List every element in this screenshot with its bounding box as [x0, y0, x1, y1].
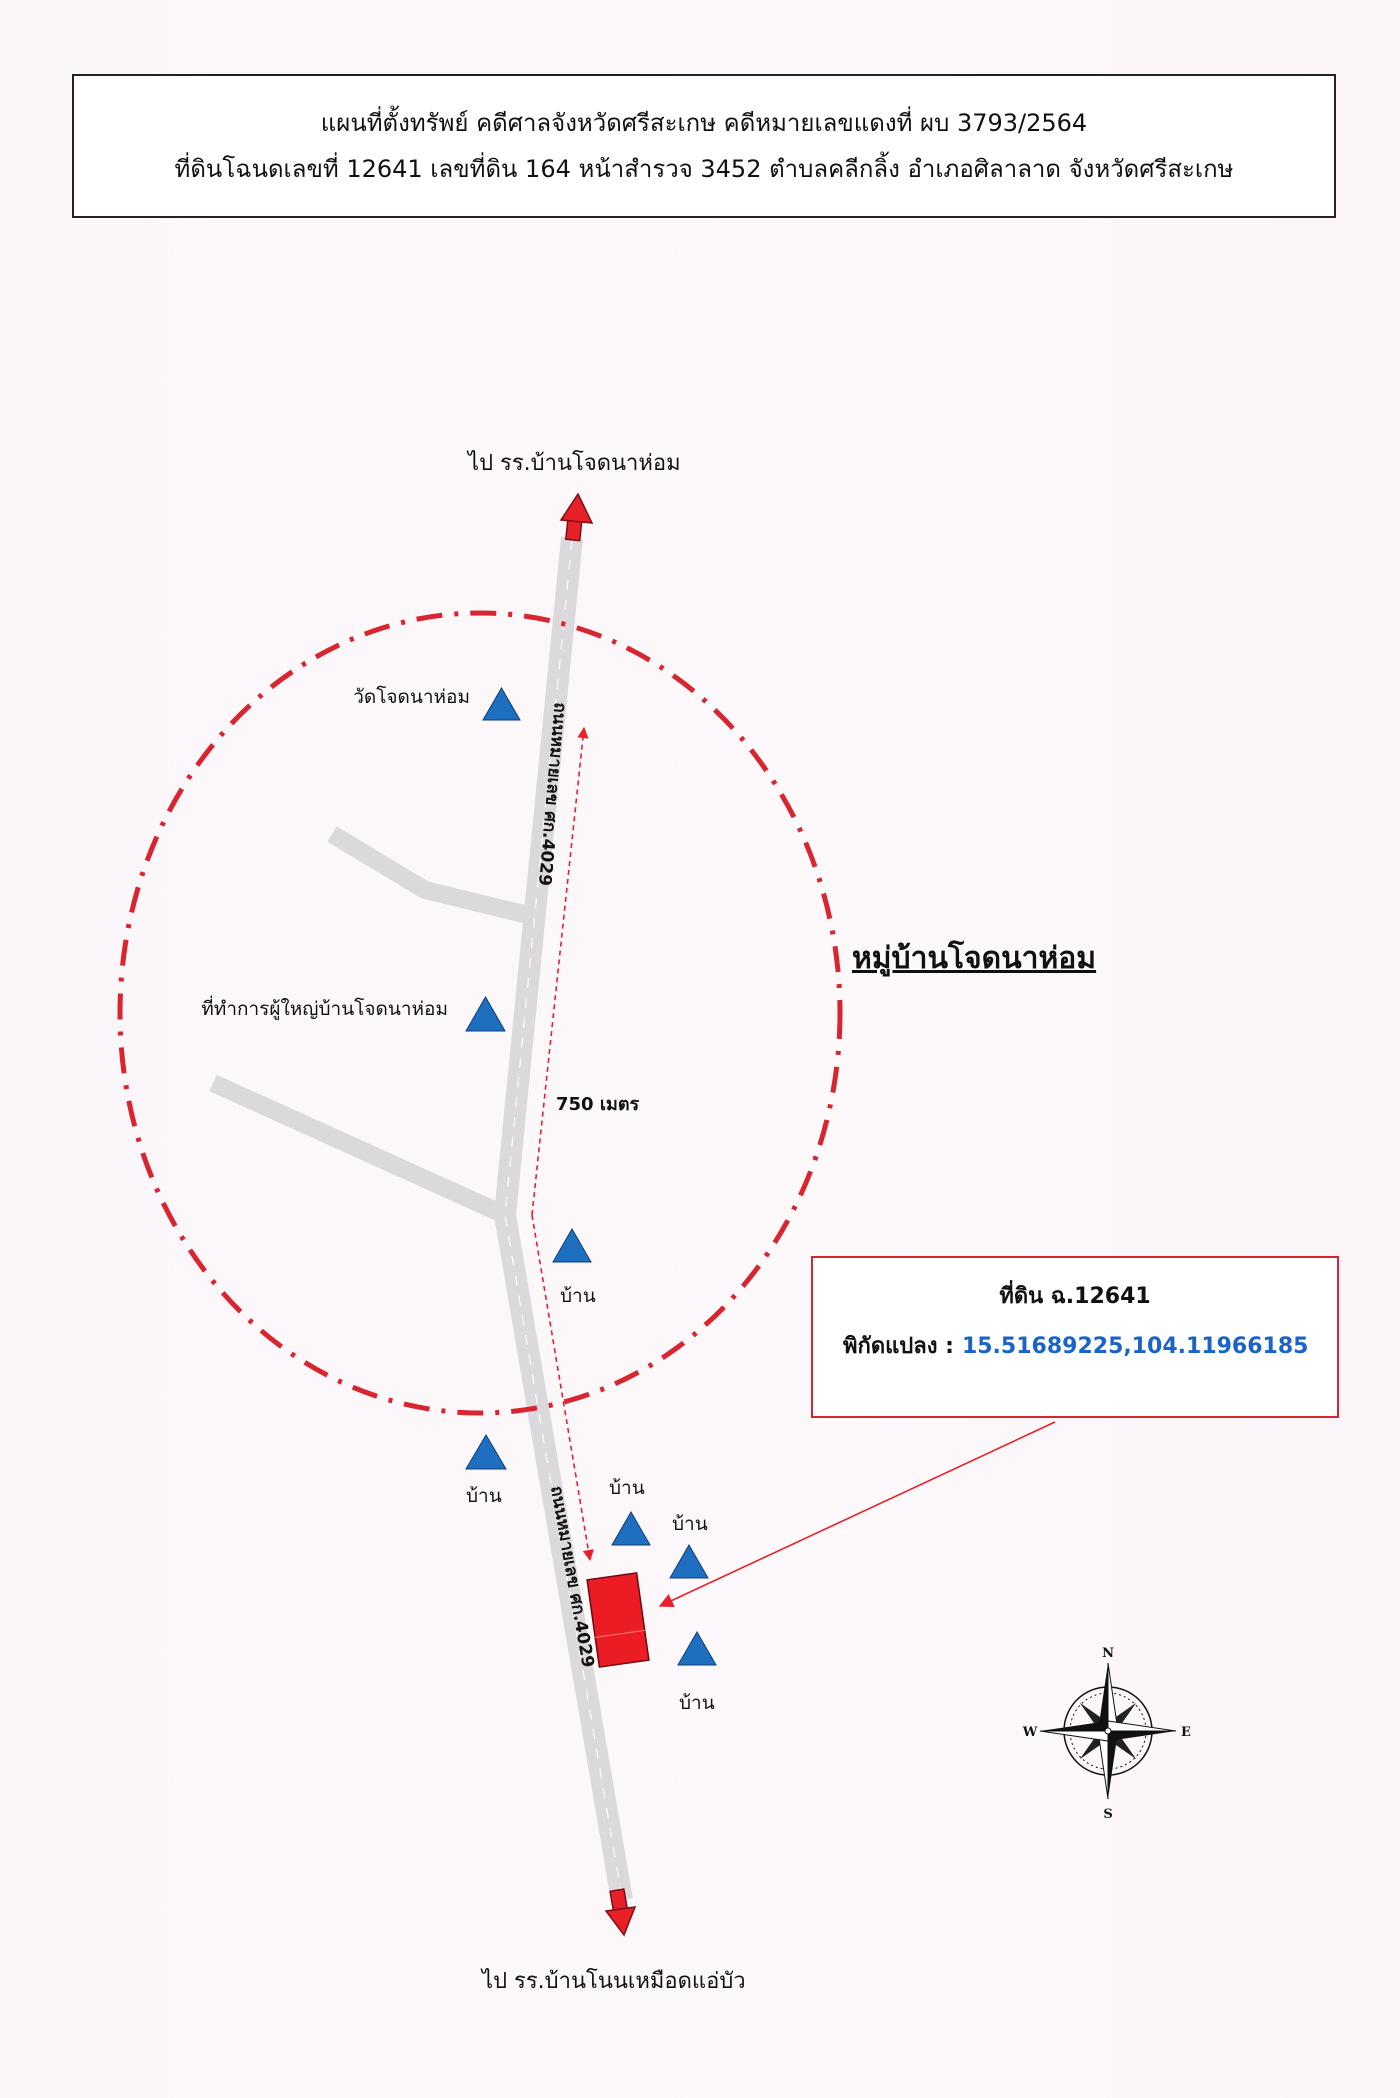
distance-label: 750 เมตร	[556, 1094, 640, 1115]
main-road-centerline	[504, 539, 623, 1899]
house-marker-4	[669, 1543, 709, 1579]
north-destination-label: ไป รร.บ้านโจดนาห่อม	[466, 450, 681, 476]
arrow-to-south-school	[604, 1888, 637, 1937]
house-label-5: บ้าน	[679, 1692, 715, 1714]
arrow-to-north-school	[559, 492, 594, 542]
compass-rose: N S E W	[1022, 1646, 1191, 1822]
side-road-lower	[209, 1074, 509, 1224]
temple-marker	[482, 687, 521, 721]
parcel-coordinate-row: พิกัดแปลง : 15.51689225,104.11966185	[843, 1328, 1308, 1363]
house-label-3: บ้าน	[609, 1477, 645, 1499]
house-marker-5	[677, 1630, 717, 1666]
house-label-4: บ้าน	[672, 1513, 708, 1535]
side-road-upper	[327, 826, 531, 924]
village-boundary	[117, 610, 843, 1416]
map-title-line-1: แผนที่ตั้งทรัพย์ คดีศาลจังหวัดศรีสะเกษ ค…	[320, 109, 1088, 137]
headman-office-label: ที่ทำการผู้ใหญ่บ้านโจดนาห่อม	[201, 995, 448, 1020]
temple-label: วัดโจดนาห่อม	[353, 685, 470, 708]
map-title-box: แผนที่ตั้งทรัพย์ คดีศาลจังหวัดศรีสะเกษ ค…	[72, 74, 1336, 218]
house-marker-1	[552, 1227, 592, 1263]
compass-south: S	[1103, 1807, 1112, 1822]
compass-east: E	[1181, 1725, 1191, 1740]
parcel-title: ที่ดิน ฉ.12641	[999, 1284, 1151, 1309]
parcel-coordinate-value: 15.51689225,104.11966185	[961, 1334, 1309, 1359]
land-parcel	[586, 1572, 650, 1668]
house-marker-2	[465, 1434, 507, 1470]
parcel-info-box: ที่ดิน ฉ.12641 พิกัดแปลง : 15.51689225,10…	[811, 1256, 1339, 1418]
distance-arrow-lower	[531, 1214, 594, 1562]
house-label-2: บ้าน	[466, 1485, 502, 1507]
south-destination-label: ไป รร.บ้านโนนเหมือดแอ่บัว	[480, 1968, 746, 1994]
distance-arrow-upper	[531, 726, 589, 1216]
parcel-pointer-arrow	[658, 1421, 1056, 1608]
compass-north: N	[1102, 1646, 1114, 1661]
map-title-line-2: ที่ดินโฉนดเลขที่ 12641 เลขที่ดิน 164 หน้…	[174, 155, 1234, 183]
parcel-coordinate-label: พิกัดแปลง :	[843, 1334, 954, 1359]
house-marker-3	[611, 1510, 651, 1546]
house-label-1: บ้าน	[560, 1285, 596, 1307]
compass-west: W	[1022, 1725, 1038, 1740]
headman-office-marker	[465, 995, 506, 1032]
village-name-label: หมู่บ้านโจดนาห่อม	[852, 939, 1096, 977]
